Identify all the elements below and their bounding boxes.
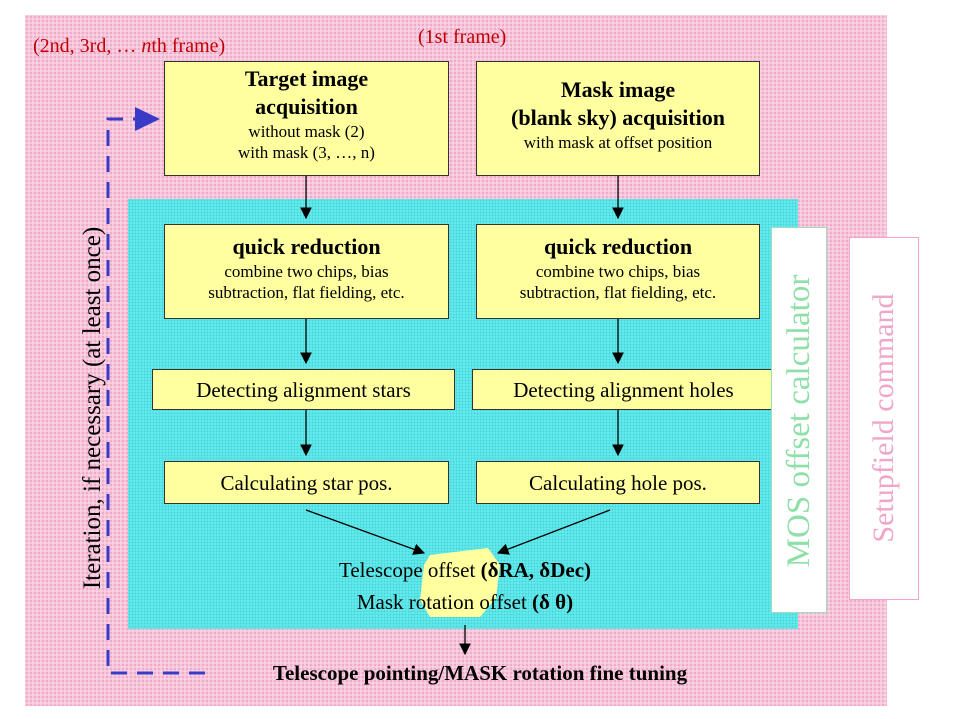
mos-label-box [771,227,827,613]
final-step-label: Telescope pointing/MASK rotation fine tu… [272,661,688,685]
mask-sub-line1: with mask at offset position [523,133,713,152]
target-sub-line1: without mask (2) [248,122,365,141]
target-sub-line2: with mask (3, …, n) [238,143,375,162]
calc-hole-box: Calculating hole pos. [476,461,760,504]
quick-right-sub1: combine two chips, bias [535,262,701,281]
target-title-line2: acquisition [255,94,358,119]
setup-label-box [849,237,919,600]
setupfield-command-label: Setupfield command [867,293,900,543]
mask-acquisition-box: Mask image (blank sky) acquisition with … [476,61,760,176]
detect-holes-box: Detecting alignment holes [472,369,775,410]
mos-offset-calculator-label: MOS offset calculator [781,274,817,568]
quick-reduction-left-box: quick reduction combine two chips, bias … [164,224,449,319]
iteration-label: Iteration, if necessary (at least once) [79,226,106,590]
mask-title-line2: (blank sky) acquisition [511,105,725,130]
detect-stars-box: Detecting alignment stars [152,369,455,410]
quick-right-title: quick reduction [543,234,693,259]
offset-highlight [420,548,500,617]
target-acquisition-box: Target image acquisition without mask (2… [164,61,449,176]
quick-reduction-right-box: quick reduction combine two chips, bias … [476,224,760,319]
mask-title-line1: Mask image [560,77,676,102]
quick-left-title: quick reduction [232,234,381,259]
quick-left-sub1: combine two chips, bias [224,262,389,281]
telescope-offset-text: Telescope offset (δRA, δDec) [338,558,592,582]
mask-rotation-offset-text: Mask rotation offset (δ θ) [356,590,574,614]
later-frames-label: (2nd, 3rd, … nth frame) [33,35,226,57]
first-frame-label: (1st frame) [418,26,507,48]
quick-left-sub2: subtraction, flat fielding, etc. [208,283,405,302]
calc-star-box: Calculating star pos. [164,461,449,504]
target-title-line1: Target image [244,66,369,91]
quick-right-sub2: subtraction, flat fielding, etc. [519,283,717,302]
